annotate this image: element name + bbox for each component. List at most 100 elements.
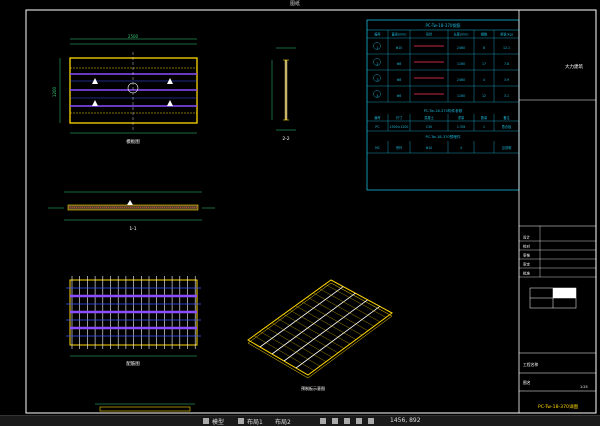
sub-row-cell: 1 — [483, 125, 485, 129]
lifting-mark-icon — [92, 100, 98, 106]
sub2-row-cell: 吊环 — [396, 146, 402, 150]
lifting-mark-icon — [92, 78, 98, 84]
tab-model[interactable]: 模型 — [212, 419, 225, 426]
tab-layout-2[interactable]: 布局2 — [275, 419, 291, 426]
table-row-cell: 8 — [483, 46, 485, 50]
iso-cross-line — [313, 292, 375, 327]
iso-cross-line — [265, 327, 327, 362]
table-row-cell: 12 — [482, 94, 486, 98]
iso-cross-line — [283, 314, 345, 349]
table-header-cell: 编号 — [374, 31, 380, 36]
grid-icon[interactable] — [332, 418, 338, 424]
sub-row-cell: 1.35t — [457, 125, 466, 129]
table-row-cell: 12.1 — [503, 46, 510, 50]
section-1-1-label: 1-1 — [129, 226, 136, 232]
model-space-icon[interactable] — [203, 418, 209, 424]
sub-header-cell: 编号 — [374, 115, 380, 120]
lifting-mark-icon — [167, 78, 173, 84]
sub-header-cell: 重量 — [458, 115, 465, 120]
rebar-tag-icon — [373, 90, 381, 98]
signature-label: 校对 — [523, 244, 531, 249]
reinforcement-plan-view[interactable]: 配筋图 — [66, 276, 201, 367]
table-row-cell: 1160 — [457, 62, 465, 66]
iso-cross-line — [271, 322, 333, 358]
company-name: 大力建筑 — [565, 63, 583, 70]
table-row-cell: 4 — [376, 94, 378, 98]
drawing-scale: 1:25 — [580, 385, 588, 389]
table-header-cell: 重量(kg) — [500, 31, 513, 36]
osnap-icon[interactable] — [368, 418, 374, 424]
layout-icon[interactable] — [238, 418, 244, 424]
plan-view[interactable]: 2500 1200 模板图 — [52, 34, 198, 145]
status-bar: 模型 布局1 布局2 1456, 892 — [0, 415, 600, 426]
label-drawing: 图名 — [523, 380, 531, 385]
sub2-row-cell: M1 — [375, 146, 380, 150]
table-row-cell: 3.9 — [504, 78, 509, 82]
reinf-plan-title: 配筋图 — [126, 360, 140, 367]
plan-title: 模板图 — [126, 138, 140, 145]
tab-layout-1[interactable]: 布局1 — [247, 419, 263, 426]
table-row-cell: 7.8 — [504, 62, 509, 66]
detail-strip[interactable] — [95, 403, 195, 412]
table-header-cell: 根数 — [481, 31, 488, 36]
table-row-cell: 2460 — [457, 78, 465, 82]
table-row-cell: 3.1 — [504, 94, 509, 98]
drawing-name: PC-Tw-18-370详图 — [538, 403, 579, 410]
polar-icon[interactable] — [356, 418, 362, 424]
label-project: 工程名称 — [523, 362, 538, 367]
table-row-cell: 3 — [376, 78, 378, 82]
rebar-tag-icon — [373, 74, 381, 82]
iso-cross-line — [295, 305, 357, 340]
iso-cross-line — [277, 318, 339, 353]
table-row-cell: 2460 — [457, 46, 465, 50]
section-2-2-label: 2-2 — [282, 136, 289, 142]
sub2-row-cell: 4 — [460, 146, 462, 150]
iso-cross-line — [253, 335, 315, 371]
iso-cross-line — [289, 309, 351, 345]
sub-row-cell: PC — [375, 125, 380, 129]
signature-label: 审核 — [523, 253, 531, 258]
table-row-cell: Φ8 — [397, 78, 402, 82]
cad-drawing-canvas[interactable]: 2500 1200 模板图 2-2 1 — [0, 8, 600, 415]
iso-title: 预制板示意图 — [301, 385, 325, 391]
signature-label: 批准 — [523, 271, 531, 276]
signature-label: 审定 — [523, 262, 531, 267]
sub-header-cell: 备注 — [503, 115, 510, 120]
coordinate-readout: 1456, 892 — [390, 417, 421, 424]
section-2-2-view[interactable]: 2-2 — [271, 47, 296, 142]
rebar-tag-icon — [373, 42, 381, 50]
plan-top-dim: 2500 — [128, 34, 139, 39]
table-header-cell: 直径(mm) — [391, 31, 406, 36]
rebar-schedule-table[interactable]: PC-Tw-18-370钢筋 编号直径(mm)形状长度(mm)根数重量(kg) … — [366, 19, 520, 191]
table-header-cell: 长度(mm) — [453, 31, 468, 36]
snap-icon[interactable] — [320, 418, 326, 424]
section-1-1-view[interactable]: 1-1 — [48, 191, 215, 232]
iso-cross-line — [319, 288, 381, 322]
table-row-cell: 4 — [483, 78, 485, 82]
table-row-cell: Φ6 — [397, 94, 402, 98]
ortho-icon[interactable] — [344, 418, 350, 424]
sub-header-cell: 数量 — [481, 115, 488, 120]
lifting-mark-icon — [167, 100, 173, 106]
isometric-view[interactable]: 预制板示意图 — [247, 279, 393, 391]
table-header-cell: 形状 — [426, 31, 433, 36]
plan-side-dim: 1200 — [52, 86, 57, 97]
window-title: 图纸 — [290, 1, 301, 7]
table-row-cell: 1160 — [457, 94, 465, 98]
sub-row-cell: 2500×1200 — [390, 125, 409, 129]
sub-row-cell: 叠合板 — [502, 124, 512, 129]
iso-cross-line — [259, 331, 321, 367]
sub-header-cell: 混凝土 — [424, 115, 434, 120]
table-row-cell: Φ8 — [397, 62, 402, 66]
table-row-cell: Φ10 — [396, 46, 403, 50]
lifting-point-icon — [127, 82, 139, 94]
table-sub-title: PC-Tw-18-370构件参数 — [424, 108, 463, 113]
iso-cross-line — [301, 301, 363, 336]
sub-header-cell: 尺寸 — [396, 115, 403, 120]
iso-cross-line — [307, 297, 369, 331]
signature-label: 设计 — [523, 235, 531, 240]
top-bar: 图纸 — [0, 0, 600, 8]
table-row-cell: 2 — [376, 62, 378, 66]
sub2-row-cell: Φ10 — [426, 146, 433, 150]
